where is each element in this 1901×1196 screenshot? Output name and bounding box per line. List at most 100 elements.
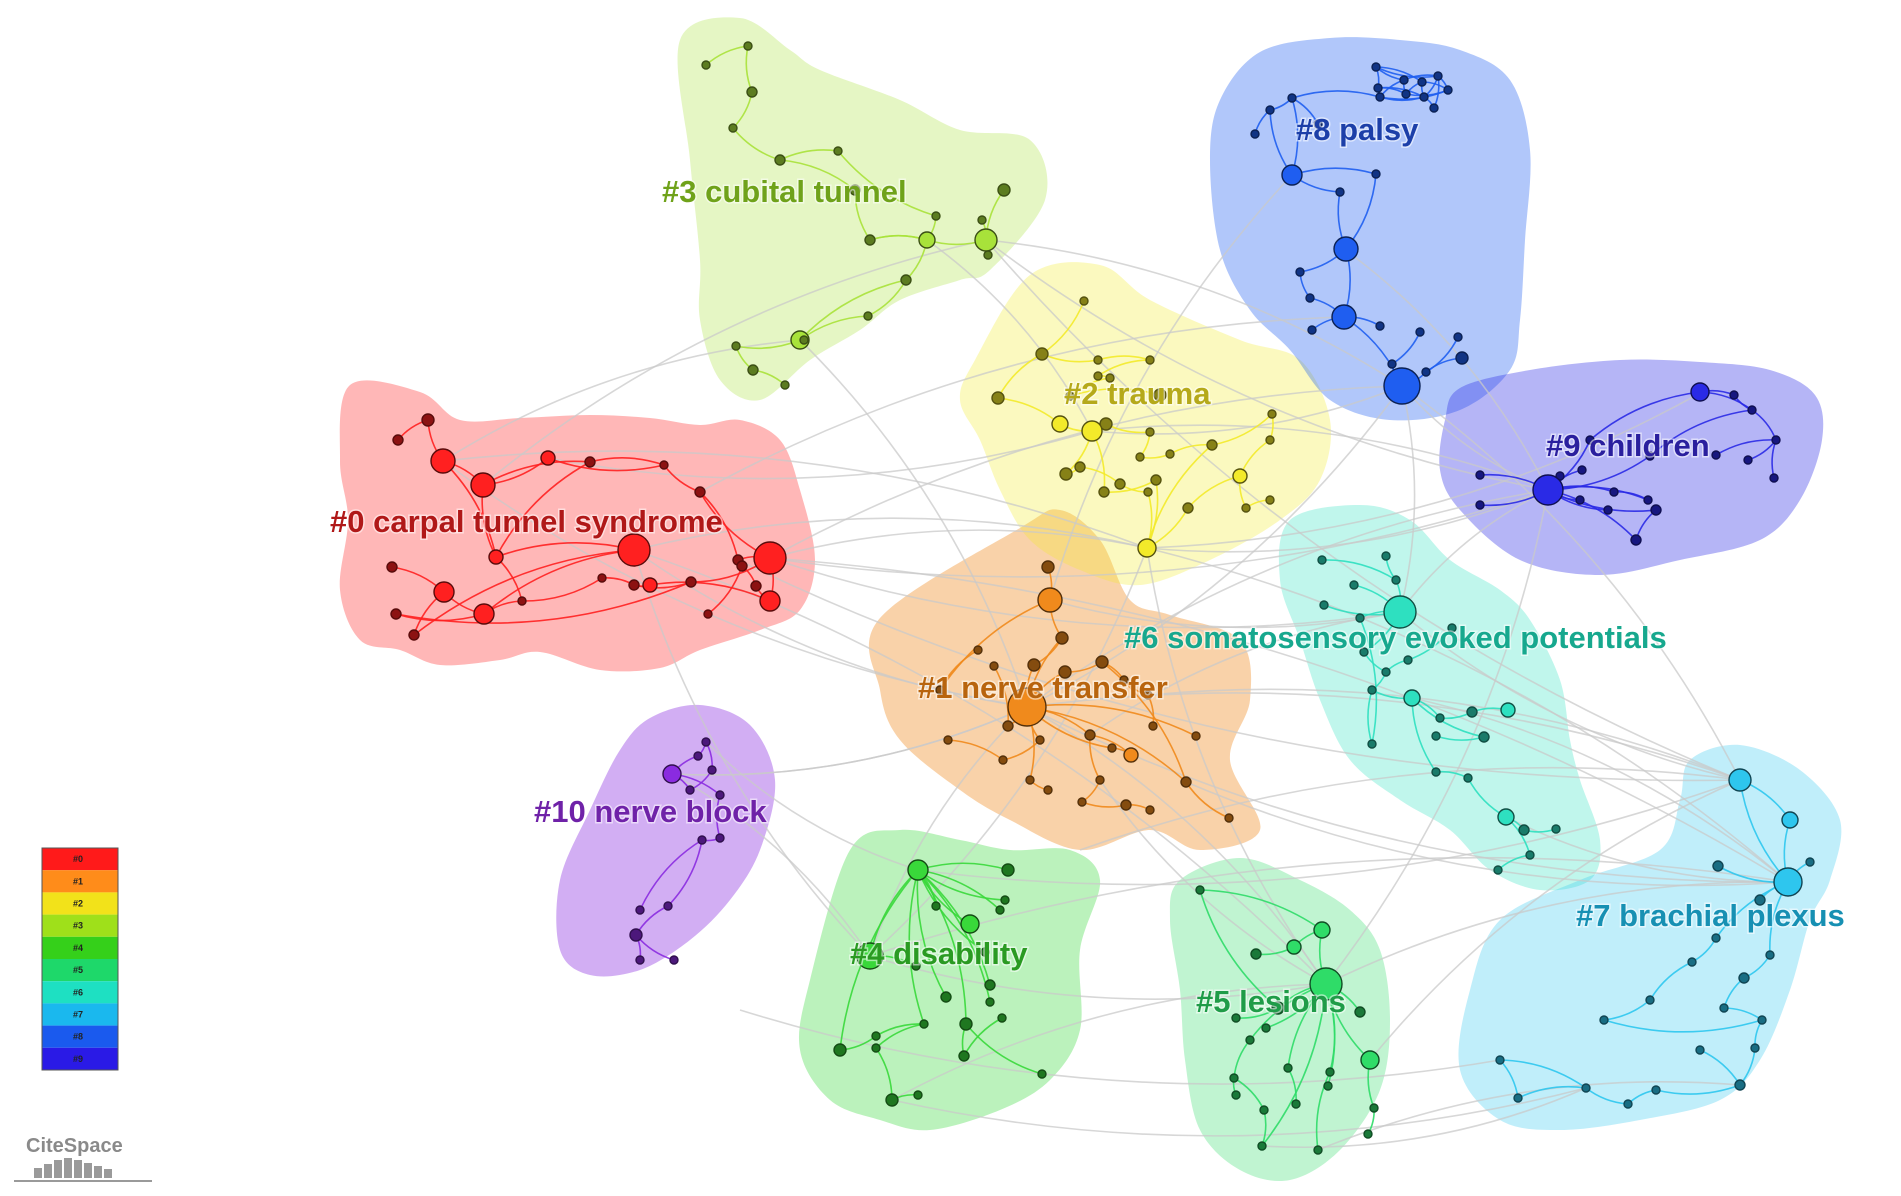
cluster-4-node [871,1043,881,1053]
cluster-0-node [433,581,455,603]
cross-cluster-link [799,339,1028,708]
cluster-6-edge [1321,559,1397,581]
cluster-4-edge [908,869,925,1025]
cluster-1-node [1027,658,1041,672]
cluster-8-node [1387,359,1397,369]
cluster-1-node [1119,675,1129,685]
cluster-2-node [1165,449,1175,459]
cluster-3-node [746,86,758,98]
cluster-9-node [1729,390,1739,400]
cluster-3-node [918,231,936,249]
cluster-2-node [1114,478,1126,490]
cluster-7-node [1757,1015,1767,1025]
cluster-9-node [1585,435,1595,445]
cluster-2-node [1137,538,1157,558]
cluster-4-node [931,901,941,911]
cluster-8-node [1421,367,1431,377]
cluster-2-node [1241,503,1251,513]
cluster-region-2 [959,262,1332,586]
cluster-10-edge [639,839,703,911]
cross-cluster-link [985,239,1549,491]
cross-cluster-link [769,385,1403,559]
cluster-3-edge [799,279,907,341]
cross-cluster-link [1099,779,1327,985]
cross-cluster-link [1146,547,1327,985]
cluster-7-edge [1603,1019,1763,1033]
cluster-1-node [1120,799,1132,811]
cluster-labels: #0 carpal tunnel syndrome #1 nerve trans… [329,111,1847,1021]
cluster-9-node [1575,495,1585,505]
cluster-8-node [1281,164,1303,186]
cluster-4-node [995,905,1005,915]
cluster-3-node [849,184,861,196]
cross-cluster-link [633,517,1148,551]
cross-cluster-link [869,955,1327,1000]
cluster-3-node [799,335,809,345]
cluster-2-node [1150,474,1162,486]
cross-cluster-link [1185,781,1789,887]
cluster-7-node [1651,1085,1661,1095]
cluster-5-edge [1199,889,1323,931]
cluster-9-node [1603,505,1613,515]
cross-cluster-link [769,489,1549,578]
cluster-3-node [774,154,786,166]
cluster-8-node [1419,92,1429,102]
cluster-6-node [1431,767,1441,777]
cluster-6-node [1435,713,1445,723]
cluster-9-node [1475,470,1485,480]
cluster-1-node [1041,560,1055,574]
cluster-9-node [1771,435,1781,445]
cluster-label-4: #4 disability [850,936,1028,971]
cluster-6-edge [1359,617,1378,745]
cluster-8-node [1373,83,1383,93]
cluster-9-node [1769,473,1779,483]
cross-cluster-link [1026,706,1327,985]
cluster-1-node [1043,785,1053,795]
cluster-8-node [1265,105,1275,115]
cluster-region-7 [1458,744,1842,1130]
cross-cluster-link [739,1009,1501,1085]
cluster-2-node [1051,415,1069,433]
cluster-label-2: #2 trauma [1064,376,1211,411]
cluster-6-node [1500,702,1516,718]
cluster-9-node [1711,450,1721,460]
cluster-1-node [1084,729,1096,741]
cluster-5-node [1325,1067,1335,1077]
cluster-9-edge [1649,409,1753,457]
cluster-6-node [1367,739,1377,749]
cluster-10-node [715,833,725,843]
cross-cluster-link [1091,424,1549,491]
cluster-0-node [470,472,496,498]
cluster-7-node [1712,860,1724,872]
cluster-10-edge [667,839,703,907]
cluster-0-node [421,413,435,427]
cluster-label-7: #7 brachial plexus [1576,898,1845,933]
cluster-7-edge [1499,1059,1587,1089]
cluster-0-node [392,434,404,446]
cluster-7-node [1781,811,1799,829]
cluster-5-edge [1315,1071,1331,1151]
cross-cluster-link [705,741,919,871]
cluster-3-node [747,364,759,376]
cross-cluster-link [917,779,1741,886]
legend-swatch-8 [42,1025,118,1048]
legend-swatch-4 [42,936,118,959]
cluster-2-node [1145,427,1155,437]
cross-cluster-link [1325,881,1789,985]
cluster-8-node [1371,169,1381,179]
cluster-6-node [1525,850,1535,860]
cluster-2-node [1105,373,1115,383]
cluster-1-node [1180,776,1192,788]
cluster-0-node [390,608,402,620]
cluster-2-node [1267,409,1277,419]
cross-cluster-link [1079,766,1741,851]
cluster-6-node [1497,808,1515,826]
cluster-8-node [1375,92,1385,102]
cluster-color-legend: #0#1#2#3#4#5#6#7#8#9 [41,847,119,1071]
cluster-1-edge [939,649,979,691]
cluster-8-node [1331,304,1357,330]
cluster-9-node [1743,455,1753,465]
cluster-2-node [1206,439,1218,451]
cluster-0-edge [521,577,603,602]
cluster-1-node [1123,747,1139,763]
